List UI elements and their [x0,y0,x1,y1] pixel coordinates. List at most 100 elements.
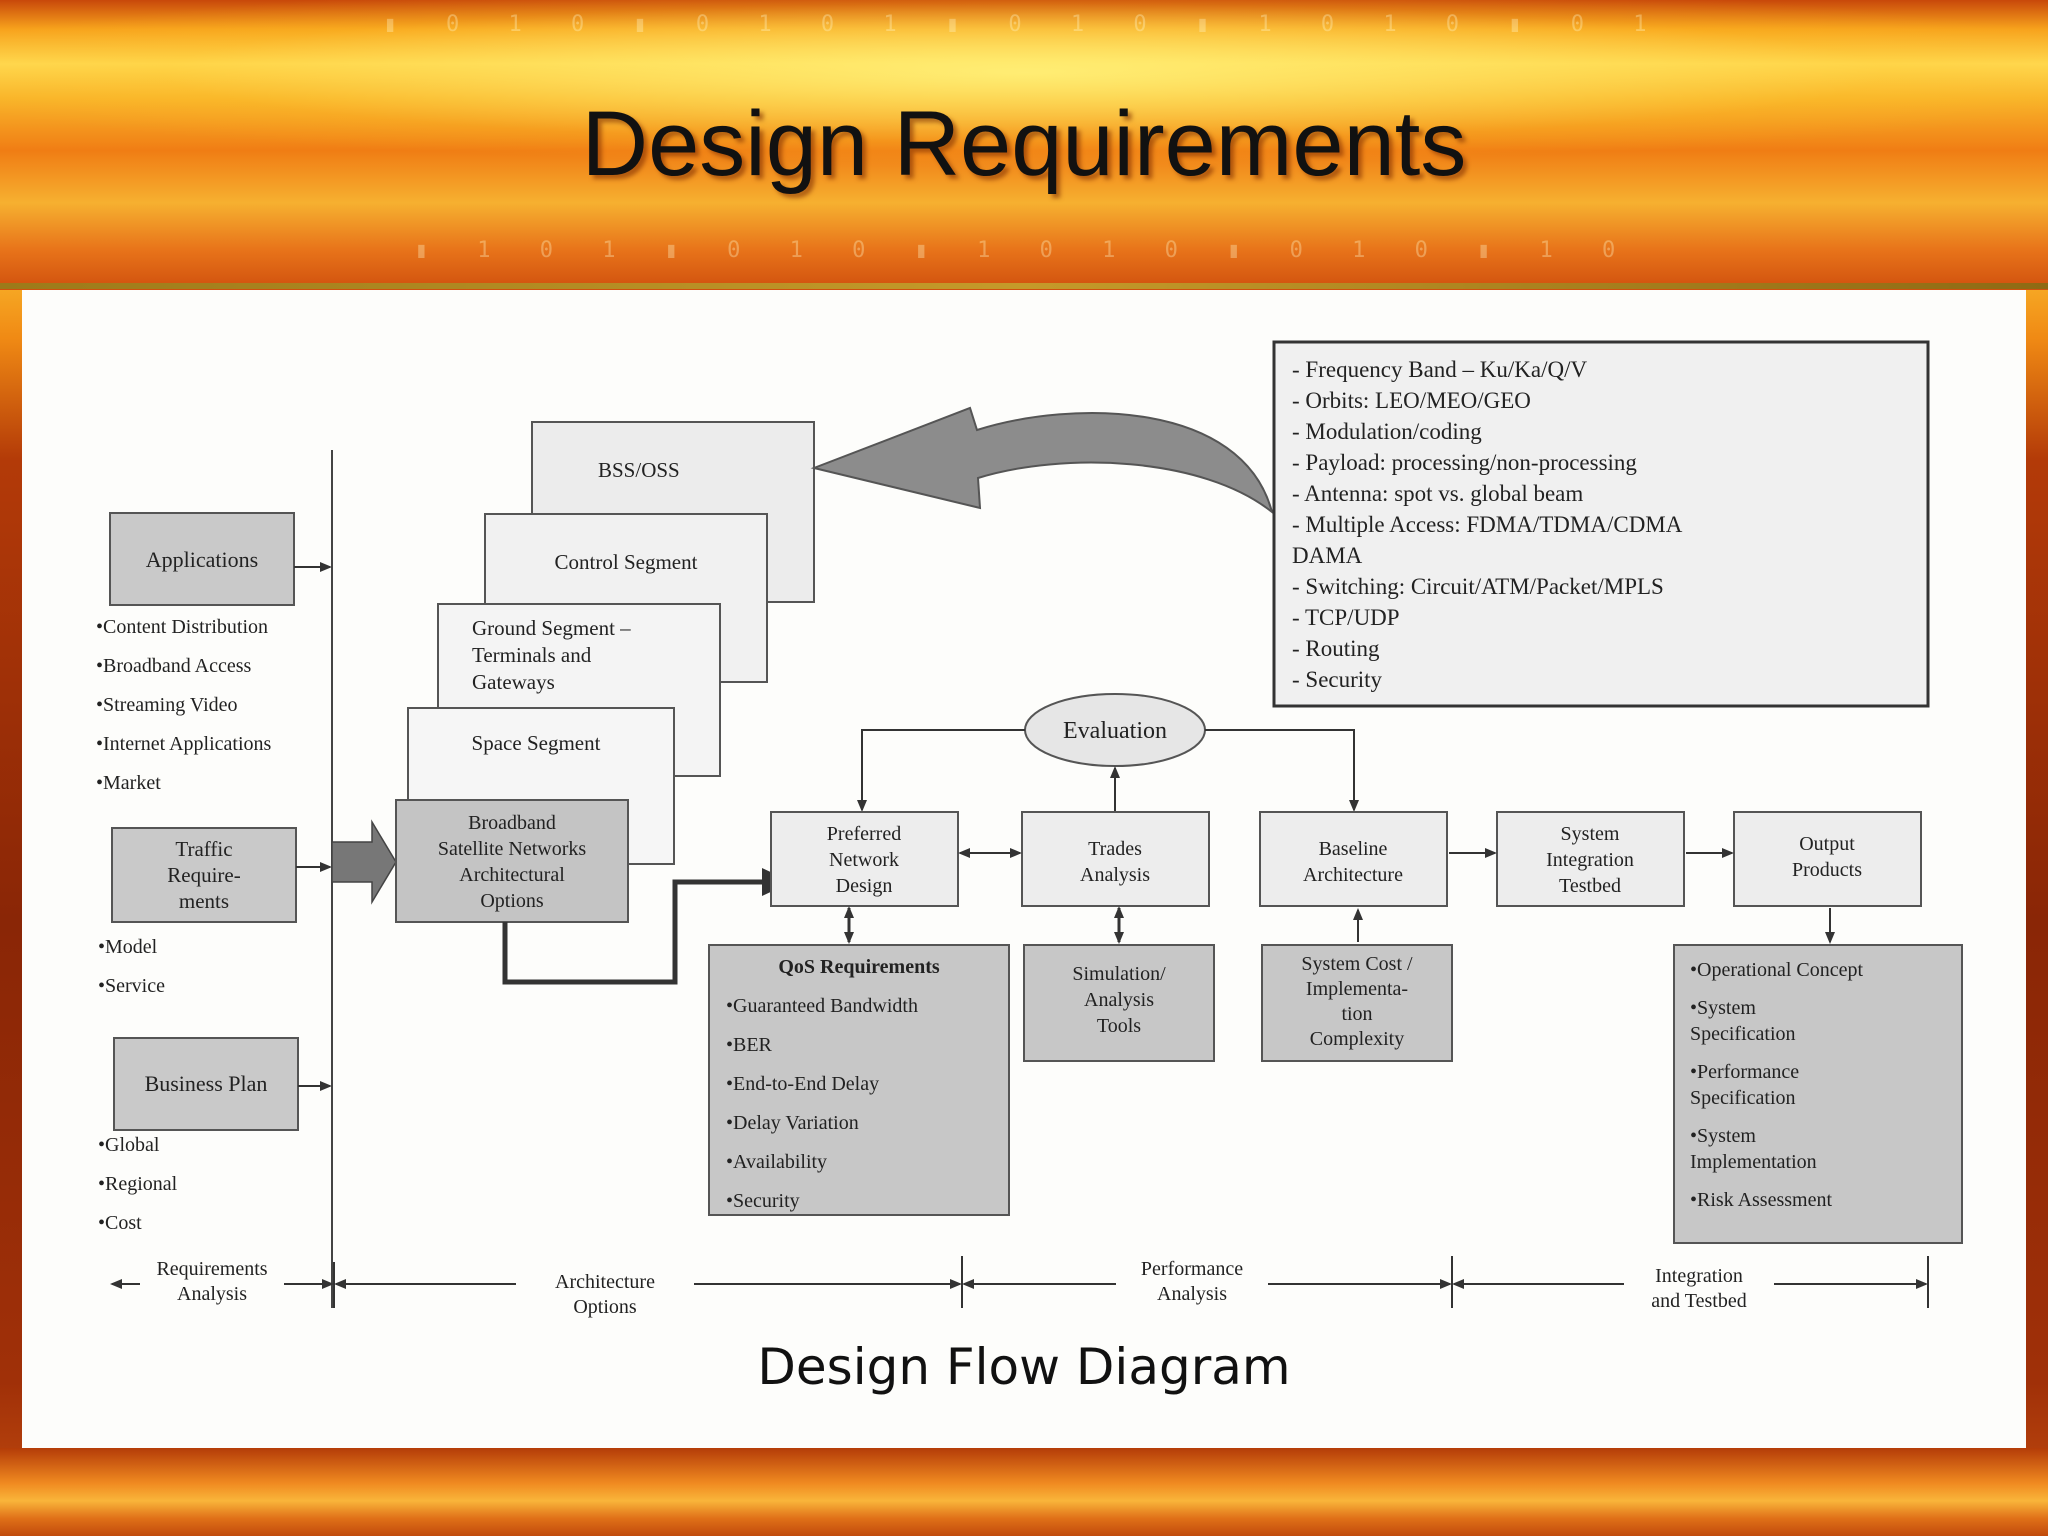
diagram-panel: Applications •Content Distribution •Broa… [22,290,2026,1448]
trades-label: Analysis [1080,864,1150,886]
architecture-to-design-connector [502,879,762,985]
option-item: - Payload: processing/non-processing [1292,450,1637,475]
output-item: •Risk Assessment [1690,1189,1832,1211]
simulation-label: Analysis [1084,989,1154,1011]
options-feedback-arrow [810,406,1274,515]
business-list: •Global •Regional •Cost [98,1134,178,1234]
slide-title: Design Requirements [581,93,1467,195]
applications-label: Applications [146,547,258,572]
system-integration-testbed-box: System Integration Testbed [1496,811,1685,907]
bss-oss-label: BSS/OSS [598,458,680,482]
ground-segment-label: Gateways [472,670,555,694]
option-item: - Modulation/coding [1292,419,1482,444]
business-item: •Regional [98,1173,178,1195]
broadband-label: Satellite Networks [438,838,587,860]
banner-binary-pattern-bottom: ▮ 1 0 1 ▮ 0 1 0 ▮ 1 0 1 0 ▮ 0 1 0 ▮ 1 0 [414,238,1634,263]
applications-list: •Content Distribution •Broadband Access … [96,616,272,794]
phase-architecture-label: Options [573,1296,637,1318]
phase-labels: Requirements Analysis Architecture Optio… [156,1258,1746,1318]
preferred-label: Preferred [827,823,901,845]
evaluation-label: Evaluation [1063,718,1167,744]
output-item: •Performance [1690,1061,1799,1083]
option-item: - Multiple Access: FDMA/TDMA/CDMA [1292,512,1683,537]
output-label: Output [1799,833,1855,855]
option-item: - Orbits: LEO/MEO/GEO [1292,388,1531,413]
output-products-box: Output Products [1733,811,1922,907]
broadband-architecture-box: Broadband Satellite Networks Architectur… [395,799,629,923]
qos-item: •BER [726,1034,773,1056]
phase-requirements-label: Analysis [177,1283,247,1305]
traffic-label: ments [179,889,229,913]
integration-label: Integration [1546,849,1634,871]
output-item: •Operational Concept [1690,959,1864,981]
qos-item: •Availability [726,1151,827,1173]
option-item: - TCP/UDP [1292,605,1400,630]
space-segment-label: Space Segment [472,731,601,755]
business-item: •Cost [98,1212,142,1234]
traffic-requirements-box: Traffic Require- ments [111,827,297,923]
trades-label: Trades [1088,838,1142,860]
integration-label: System [1561,823,1620,845]
option-item: - Switching: Circuit/ATM/Packet/MPLS [1292,574,1664,599]
system-cost-label: System Cost / [1301,953,1413,975]
evaluation-to-baseline-arrow [1205,729,1359,812]
system-cost-box: System Cost / Implementa- tion Complexit… [1261,944,1453,1062]
simulation-label: Tools [1097,1015,1141,1037]
output-item: Specification [1690,1023,1796,1045]
output-label: Products [1792,859,1862,881]
phase-integration-label: Integration [1655,1265,1743,1287]
traffic-item: •Service [98,975,165,997]
footer-band [0,1448,2048,1536]
ground-segment-label: Terminals and [472,643,592,667]
applications-box: Applications [109,512,295,606]
system-cost-label: Complexity [1310,1028,1404,1050]
control-segment-label: Control Segment [555,550,698,574]
applications-item: •Broadband Access [96,655,252,677]
system-cost-label: Implementa- [1306,978,1408,1000]
traffic-item: •Model [98,936,158,958]
applications-item: •Streaming Video [96,694,238,716]
preferred-label: Network [829,849,899,871]
phase-architecture-label: Architecture [555,1271,655,1293]
phase-performance-label: Analysis [1157,1283,1227,1305]
business-plan-box: Business Plan [113,1037,299,1131]
applications-item: •Internet Applications [96,733,272,755]
option-item: - Antenna: spot vs. global beam [1292,481,1583,506]
output-item: •System [1690,997,1756,1019]
broadband-label: Broadband [468,812,556,834]
phase-integration-label: and Testbed [1651,1290,1746,1312]
requirements-to-architecture-arrow [331,819,397,905]
option-item: - Security [1292,667,1383,692]
traffic-list: •Model •Service [98,936,165,997]
option-item: - Routing [1292,636,1380,661]
baseline-label: Architecture [1303,864,1403,886]
banner-divider [0,283,2048,289]
business-item: •Global [98,1134,160,1156]
preferred-label: Design [836,875,893,897]
ground-segment-label: Ground Segment – [472,616,631,640]
evaluation-to-preferred-arrow [857,729,1025,812]
qos-item: •Guaranteed Bandwidth [726,995,918,1017]
phase-requirements-label: Requirements [156,1258,267,1280]
qos-item: •Delay Variation [726,1112,859,1134]
output-item: Specification [1690,1087,1796,1109]
qos-title: QoS Requirements [778,956,940,978]
applications-item: •Market [96,772,161,794]
applications-item: •Content Distribution [96,616,268,638]
phase-timeline [110,1256,1929,1308]
traffic-label: Require- [167,863,240,887]
design-options-box: - Frequency Band – Ku/Ka/Q/V - Orbits: L… [1272,340,1930,708]
baseline-label: Baseline [1319,838,1388,860]
preferred-network-design-box: Preferred Network Design [770,811,959,907]
broadband-label: Options [480,890,544,912]
phase-performance-label: Performance [1141,1258,1243,1280]
broadband-label: Architectural [459,864,565,886]
trades-analysis-box: Trades Analysis [1021,811,1210,907]
business-plan-label: Business Plan [145,1071,268,1096]
output-products-list-box: •Operational Concept •System Specificati… [1673,944,1963,1244]
banner-binary-pattern-top: ▮ 0 1 0 ▮ 0 1 0 1 ▮ 0 1 0 ▮ 1 0 1 0 ▮ 0 … [383,12,1665,37]
qos-item: •End-to-End Delay [726,1073,879,1095]
option-item: DAMA [1292,543,1363,568]
simulation-label: Simulation/ [1072,963,1166,985]
diagram-caption: Design Flow Diagram [757,1338,1291,1396]
